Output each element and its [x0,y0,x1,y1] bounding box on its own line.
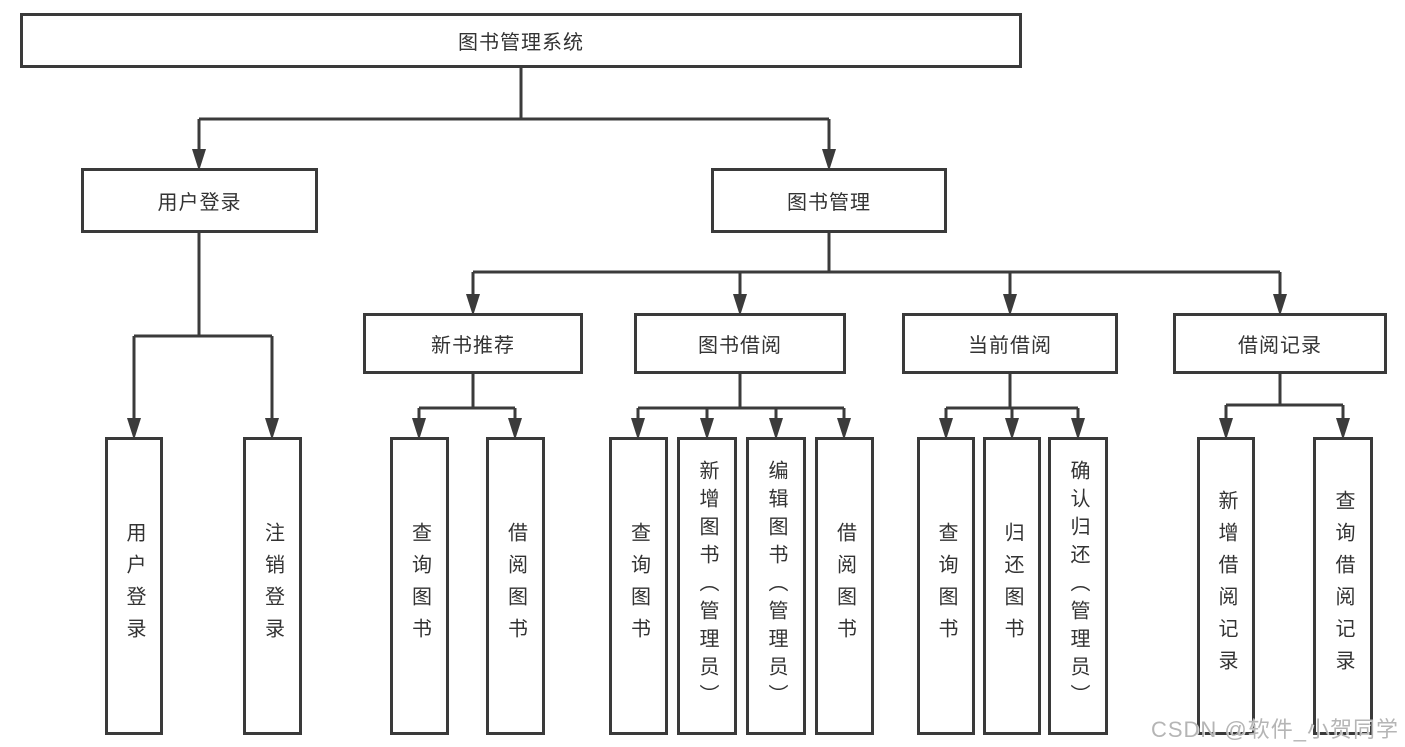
leaf-borrow-borrow-books: 借阅图书 [815,437,874,735]
leaf-user-login-label: 用户登录 [123,522,145,650]
node-book-borrow-label: 图书借阅 [698,335,782,357]
leaf-borrow-add-books-admin-label: 新增图书（管理员） [696,460,718,712]
leaf-borrow-query-books-label: 查询图书 [627,522,650,650]
tree-connector-path [132,68,1345,433]
leaf-records-query-record-label: 查询借阅记录 [1332,490,1354,682]
node-book-management-label: 图书管理 [787,192,871,214]
leaf-recommend-query-books: 查询图书 [390,437,449,735]
node-borrow-records-label: 借阅记录 [1238,335,1322,357]
leaf-recommend-borrow-books: 借阅图书 [486,437,545,735]
node-borrow-records: 借阅记录 [1173,313,1387,374]
node-new-book-recommend: 新书推荐 [363,313,583,374]
node-current-borrow: 当前借阅 [902,313,1118,374]
leaf-logout: 注销登录 [243,437,302,735]
leaf-current-query-books-label: 查询图书 [935,522,957,650]
leaf-current-confirm-return-admin: 确认归还（管理员） [1048,437,1108,735]
leaf-current-return-books-label: 归还图书 [1001,522,1023,650]
leaf-borrow-query-books: 查询图书 [609,437,668,735]
leaf-records-query-record: 查询借阅记录 [1313,437,1373,735]
leaf-user-login: 用户登录 [105,437,163,735]
node-book-management: 图书管理 [711,168,947,233]
leaf-records-add-record-label: 新增借阅记录 [1215,490,1237,682]
node-book-borrow: 图书借阅 [634,313,846,374]
leaf-current-return-books: 归还图书 [983,437,1041,735]
node-user-login-label: 用户登录 [157,192,242,214]
leaf-records-add-record: 新增借阅记录 [1197,437,1255,735]
leaf-logout-label: 注销登录 [261,522,284,650]
node-root-system: 图书管理系统 [20,13,1022,68]
leaf-borrow-edit-books-admin: 编辑图书（管理员） [746,437,806,735]
leaf-recommend-borrow-books-label: 借阅图书 [504,522,527,650]
leaf-recommend-query-books-label: 查询图书 [408,522,431,650]
node-new-book-recommend-label: 新书推荐 [431,335,515,357]
node-current-borrow-label: 当前借阅 [968,335,1052,357]
leaf-borrow-borrow-books-label: 借阅图书 [833,522,856,650]
node-user-login: 用户登录 [81,168,318,233]
leaf-current-query-books: 查询图书 [917,437,975,735]
leaf-borrow-edit-books-admin-label: 编辑图书（管理员） [765,460,787,712]
csdn-watermark: CSDN @软件_小贺同学 [1150,717,1399,742]
node-root-label: 图书管理系统 [458,32,584,54]
leaf-borrow-add-books-admin: 新增图书（管理员） [677,437,737,735]
leaf-current-confirm-return-admin-label: 确认归还（管理员） [1067,460,1089,712]
